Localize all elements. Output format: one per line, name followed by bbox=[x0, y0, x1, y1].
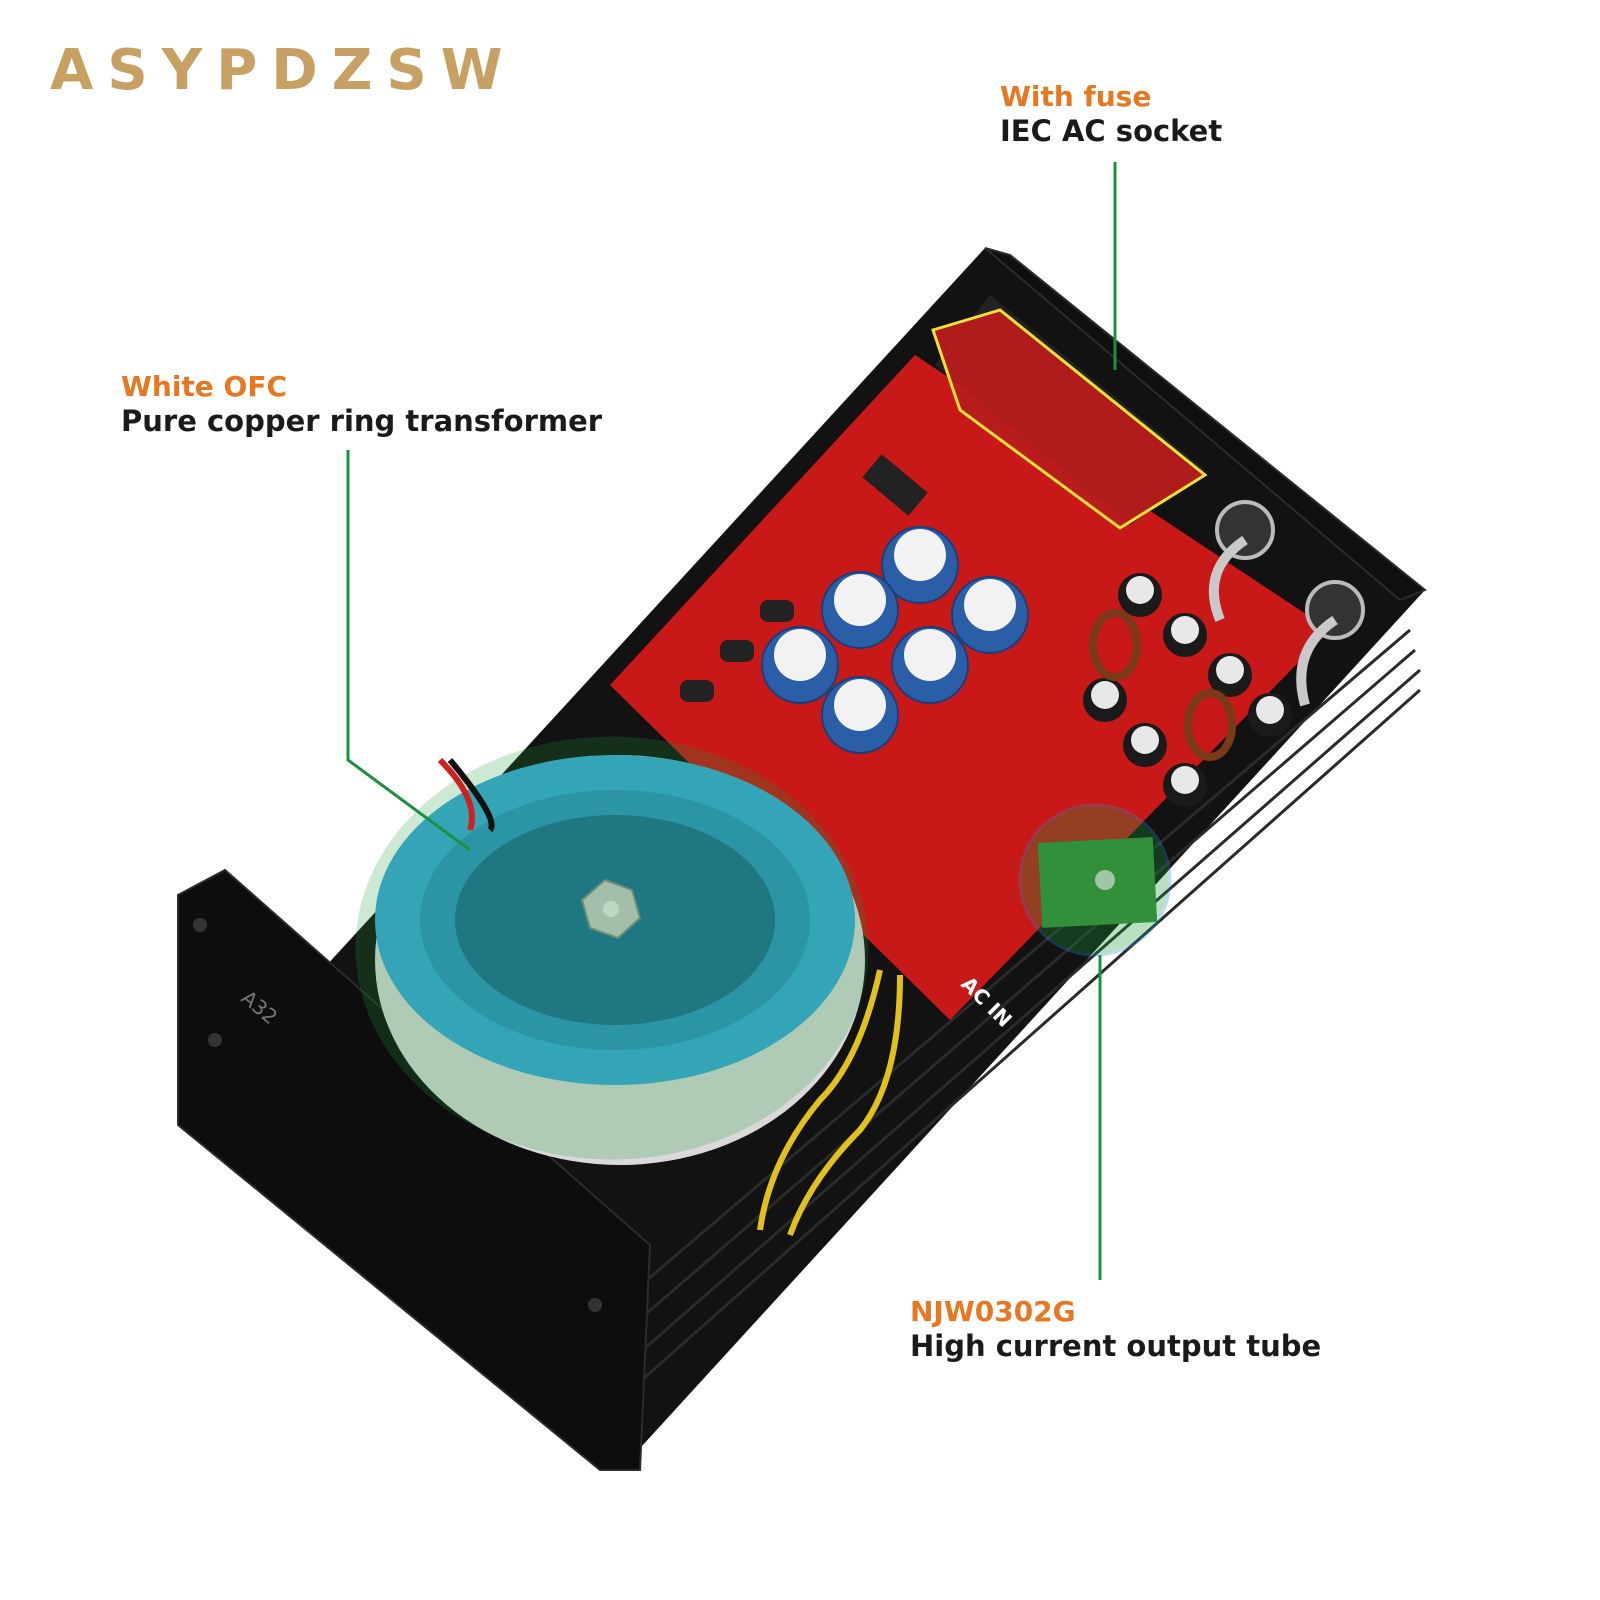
leader-lines bbox=[346, 162, 1117, 1280]
output-terminals bbox=[1215, 500, 1365, 640]
callout-transformer-accent: White OFC bbox=[121, 370, 288, 403]
brand-logo: ASYPDZSW bbox=[50, 38, 517, 103]
callout-transformer: White OFC Pure copper ring transformer bbox=[121, 370, 602, 438]
iec-socket bbox=[931, 295, 1208, 530]
callout-output-tube-text: High current output tube bbox=[910, 1328, 1322, 1363]
callout-iec-socket: With fuse IEC AC socket bbox=[1000, 80, 1222, 148]
callout-iec-socket-text: IEC AC socket bbox=[1000, 113, 1223, 148]
output-tube bbox=[1018, 803, 1172, 957]
callout-output-tube: NJW0302G High current output tube bbox=[910, 1295, 1321, 1363]
callout-iec-socket-accent: With fuse bbox=[1000, 80, 1152, 113]
callout-output-tube-accent: NJW0302G bbox=[910, 1295, 1076, 1328]
ring-transformer bbox=[355, 736, 869, 1165]
callout-transformer-text: Pure copper ring transformer bbox=[121, 403, 603, 438]
